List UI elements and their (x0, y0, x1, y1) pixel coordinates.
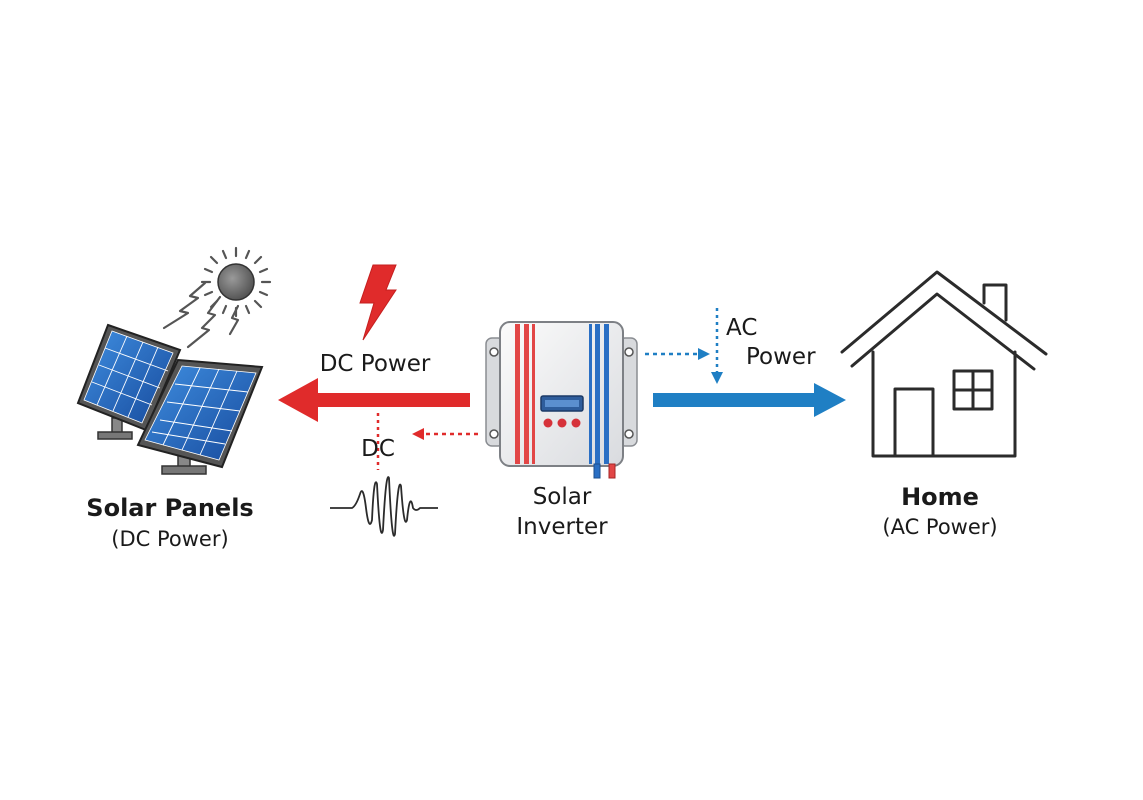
ac-power-arrow (653, 383, 846, 417)
dc-label: DC (361, 436, 395, 462)
home-title: Home (901, 483, 979, 511)
house-icon (840, 270, 1048, 458)
ac-label-line2: Power (746, 344, 816, 370)
dc-dotted-arrow (376, 413, 478, 470)
ac-label-line1: AC (726, 315, 758, 341)
dc-waveform-icon (330, 476, 438, 537)
sun-ray-lines (162, 281, 240, 349)
lightning-bolt-icon (359, 264, 397, 341)
dc-power-label: DC Power (319, 351, 431, 377)
sun-icon (200, 246, 272, 318)
inverter-icon (485, 321, 638, 479)
solar-panels-title: Solar Panels (86, 494, 254, 522)
inverter-label-line1: Solar (532, 484, 592, 510)
solar-panel-icon (76, 323, 264, 475)
solar-panels-subtitle: (DC Power) (111, 527, 229, 551)
inverter-label-line2: Inverter (516, 514, 608, 540)
ac-dotted-arrow (645, 308, 723, 384)
dc-power-arrow (278, 378, 470, 422)
home-subtitle: (AC Power) (882, 515, 998, 539)
